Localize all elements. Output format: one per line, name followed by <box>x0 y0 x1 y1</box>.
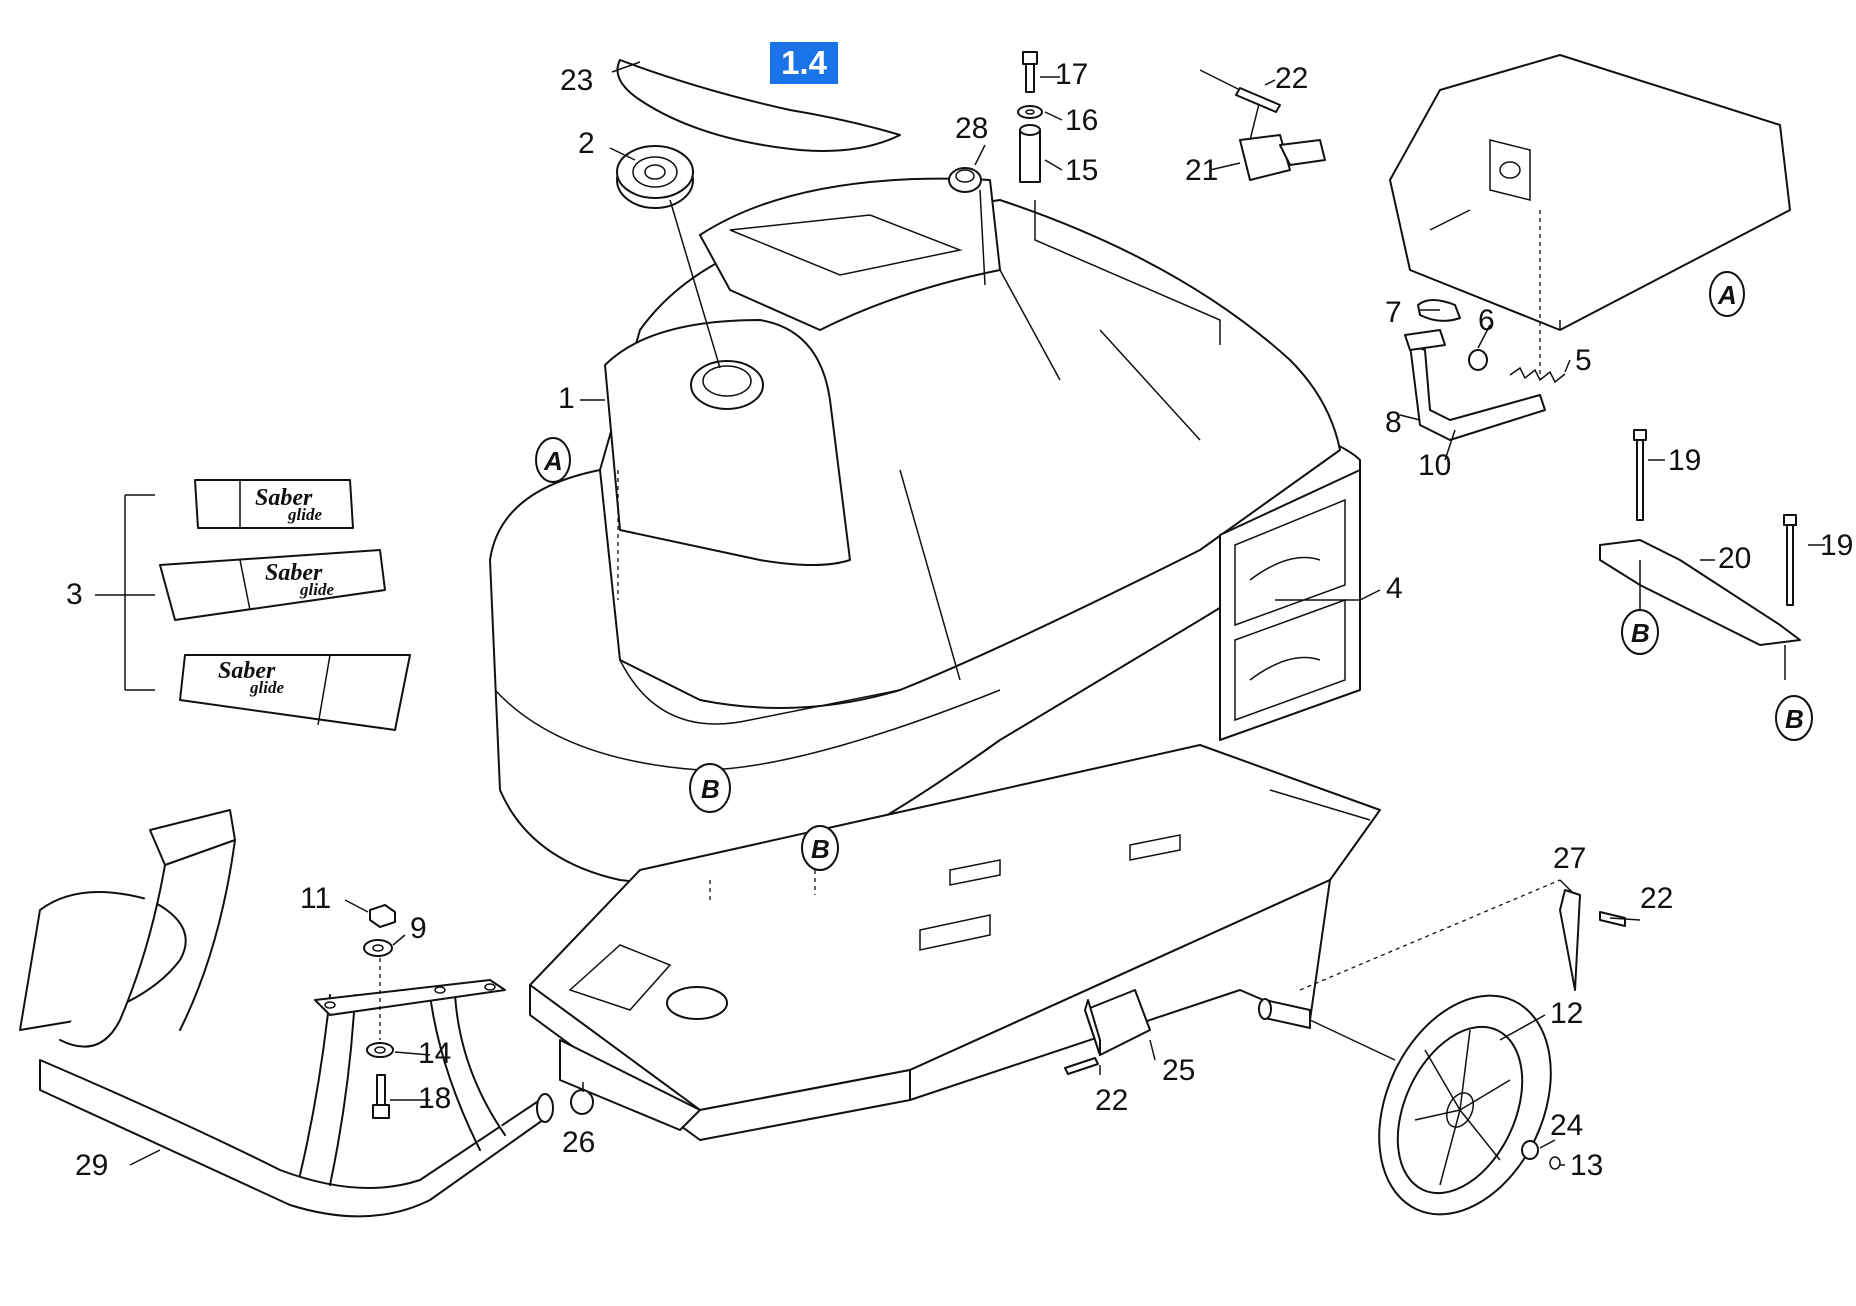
ref-marker-a-left <box>535 437 571 483</box>
ref-marker-b-base <box>801 825 839 871</box>
switch-21 <box>1199 69 1326 181</box>
washer-9 <box>363 939 393 957</box>
ref-label-b-rod-right: B <box>1785 704 1804 734</box>
instruction-decal-4 <box>1219 469 1361 741</box>
rod-20 <box>1599 539 1801 646</box>
leader-lines <box>129 61 1825 1166</box>
axle <box>1258 998 1396 1061</box>
ref-label-a-left: A <box>543 446 563 476</box>
callout-11: 11 <box>300 882 331 915</box>
callout-13: 13 <box>1570 1149 1603 1182</box>
gasket-23 <box>616 59 901 152</box>
grommet-28 <box>948 167 982 193</box>
callout-25: 25 <box>1162 1054 1195 1087</box>
callout-26: 26 <box>562 1126 595 1159</box>
callout-22-clip: 22 <box>1640 882 1673 915</box>
callout-9: 9 <box>410 912 427 945</box>
bolt-17 <box>1022 51 1038 93</box>
callout-4: 4 <box>1386 572 1403 605</box>
callout-28: 28 <box>955 112 988 145</box>
callout-22-switch: 22 <box>1275 62 1308 95</box>
callout-numbers: 1 2 3 4 5 6 7 8 9 10 11 12 13 14 15 16 1… <box>66 58 1853 1182</box>
callout-29: 29 <box>75 1149 108 1182</box>
callout-23: 23 <box>560 64 593 97</box>
ref-marker-b-housing <box>689 763 731 813</box>
housing-cover <box>489 177 1361 885</box>
cap-2 <box>616 145 694 209</box>
decal-set-3: Saber glide Saber glide Saber glide <box>95 479 411 731</box>
callout-22-block: 22 <box>1095 1084 1128 1117</box>
lever-8 <box>1404 299 1546 441</box>
decal-1-brand: Saber <box>255 485 313 511</box>
callout-16: 16 <box>1065 104 1098 137</box>
callout-21: 21 <box>1185 154 1218 187</box>
bolt-19-left <box>1633 429 1647 521</box>
callout-2: 2 <box>578 127 595 160</box>
decal-1-sub: glide <box>287 505 322 524</box>
handle <box>19 809 554 1218</box>
bushing-6 <box>1468 349 1488 371</box>
mounting-plate <box>1389 54 1791 380</box>
washer-14 <box>366 1042 394 1058</box>
callout-15: 15 <box>1065 154 1098 187</box>
decal-3-sub: glide <box>249 678 284 697</box>
bracket <box>314 979 506 1016</box>
callout-20: 20 <box>1718 542 1751 575</box>
callout-12: 12 <box>1550 997 1583 1030</box>
callout-19-right: 19 <box>1820 529 1853 562</box>
bolt-18 <box>372 1074 390 1119</box>
pin-22-bottom <box>1064 1057 1099 1075</box>
callout-17: 17 <box>1055 58 1088 91</box>
ref-label-b-base: B <box>811 834 830 864</box>
ref-marker-b-rod-right <box>1775 695 1813 741</box>
callout-18: 18 <box>418 1082 451 1115</box>
callout-1: 1 <box>558 382 575 415</box>
clip-27 <box>1559 889 1626 991</box>
washer-16 <box>1017 105 1043 119</box>
decal-3-brand: Saber <box>218 658 276 684</box>
callout-8: 8 <box>1385 406 1402 439</box>
washer-24 <box>1521 1140 1539 1160</box>
spring-5 <box>1509 366 1566 384</box>
callout-3: 3 <box>66 578 83 611</box>
section-badge: 1.4 <box>770 42 838 84</box>
callout-6: 6 <box>1478 304 1495 337</box>
callout-7: 7 <box>1385 296 1402 329</box>
callout-19-left: 19 <box>1668 444 1701 477</box>
ref-marker-a-right <box>1709 271 1745 317</box>
decal-2-brand: Saber <box>265 560 323 586</box>
block-25 <box>1084 989 1151 1056</box>
base-plate <box>529 744 1381 1141</box>
callout-24: 24 <box>1550 1109 1583 1142</box>
cap-26 <box>570 1089 594 1115</box>
reference-markers: A A B B B B <box>535 271 1813 871</box>
callout-10: 10 <box>1418 449 1451 482</box>
callout-14: 14 <box>418 1037 451 1070</box>
wheel <box>1378 994 1552 1216</box>
ref-label-b-rod-left: B <box>1631 618 1650 648</box>
bolt-19-right <box>1783 514 1797 606</box>
spacer-15 <box>1019 124 1041 183</box>
ref-label-a-right: A <box>1717 280 1737 310</box>
callout-5: 5 <box>1575 344 1592 377</box>
ref-label-b-housing: B <box>701 774 720 804</box>
nut-11 <box>369 904 396 928</box>
ref-marker-b-rod-left <box>1621 609 1659 655</box>
decal-2-sub: glide <box>299 580 334 599</box>
callout-27: 27 <box>1553 842 1586 875</box>
ring-13 <box>1549 1156 1561 1170</box>
